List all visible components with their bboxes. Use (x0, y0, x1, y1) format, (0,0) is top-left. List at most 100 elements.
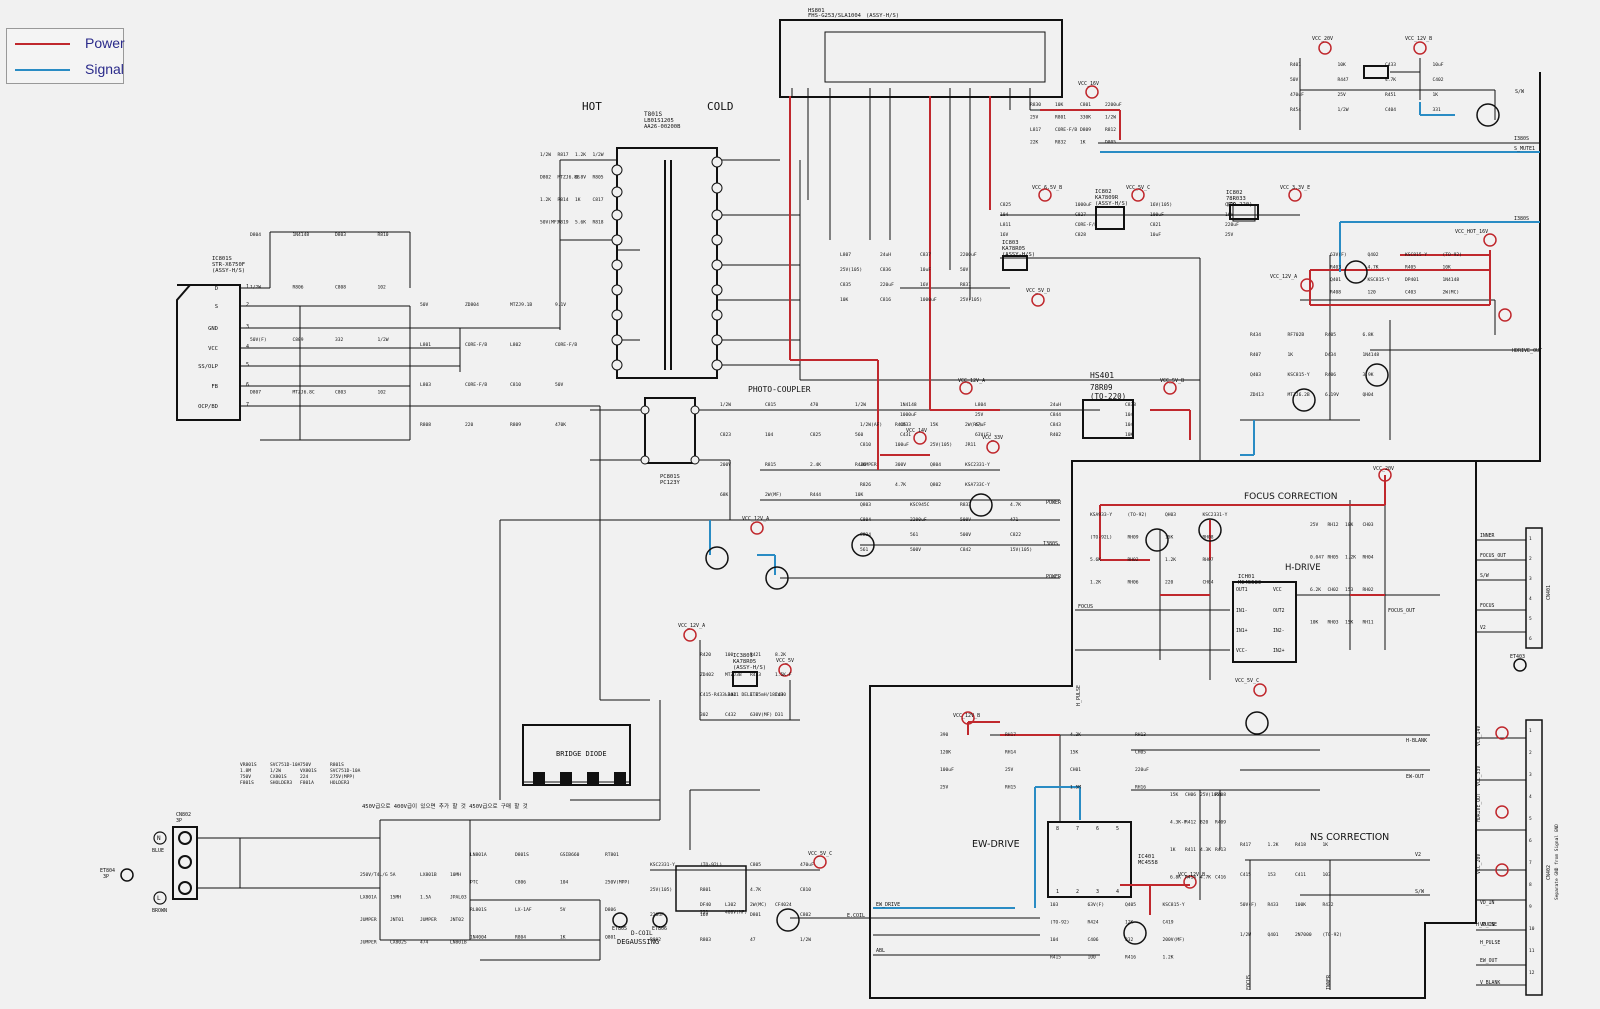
ic803-ref: IC803 (1002, 240, 1019, 246)
component-label: 4.7K (750, 887, 761, 893)
component-label: R408 (1330, 290, 1341, 296)
component-label: 5.6K (575, 220, 586, 226)
signal-label: I380S (1514, 136, 1529, 142)
component-label: CH02 (1328, 587, 1339, 593)
component-label: 16V(105) (1150, 202, 1172, 208)
supply-label: VCC_5V_C (1235, 678, 1259, 684)
component-label: 4.7K (895, 482, 906, 488)
cold-label: COLD (707, 100, 734, 113)
component-label: 4.7K (1010, 502, 1021, 508)
component-label: R817 (558, 152, 569, 158)
cn402-pin-number: 9 (1529, 904, 1532, 910)
d-coil-title: D-COIL (631, 930, 653, 937)
hs401-pkg: (TO-220) (1090, 392, 1126, 401)
component-label: 100 (725, 652, 734, 658)
component-label: 470 (810, 402, 819, 408)
component-label: MTZJ3B (725, 672, 742, 678)
component-label: 10K (1055, 102, 1064, 108)
component-label: 500V (960, 532, 971, 538)
component-label: 4.3K (1200, 847, 1211, 853)
component-label: JNT01 (390, 917, 404, 923)
component-label: 200V (720, 462, 731, 468)
focus-correction-title: FOCUS CORRECTION (1244, 492, 1338, 502)
cn402-pin-label: HDRIVE_OUT (1476, 793, 1482, 822)
component-label: RF702B (1288, 332, 1305, 338)
signal-label: FOCUS_OUT (1388, 608, 1415, 614)
component-label: MTZJ6.8B (558, 175, 580, 181)
cn401-pin-number: 6 (1529, 636, 1532, 642)
h-drive-pin-label: VCC- (1236, 648, 1248, 654)
ic801-part: STR-X6750F (212, 262, 245, 268)
et805-ref: ET805 (612, 926, 627, 932)
component-label: 25V(105) (1200, 792, 1222, 798)
ew-pin-number: 3 (1096, 889, 1099, 895)
component-label: 15K (930, 422, 939, 428)
component-label: L811 (1000, 222, 1011, 228)
component-label: CH01 (1070, 767, 1081, 773)
component-label: 1000uF (900, 412, 917, 418)
component-label: RH12 (1328, 522, 1339, 528)
supply-label: VCC_14V (906, 428, 927, 434)
component-label: C828 (1075, 232, 1086, 238)
component-label: 221 (700, 910, 709, 916)
component-label: 10K (1125, 432, 1134, 438)
ic801-pin-number: 6 (246, 382, 249, 388)
signal-label: EW_DRIVE (876, 902, 900, 908)
component-label: 1N4148 (900, 402, 917, 408)
component-label: RH13 (1135, 732, 1146, 738)
ic401-part: MC4558 (1138, 860, 1158, 866)
ew-pin-number: 2 (1076, 889, 1079, 895)
h-drive-pin-label: IN1- (1236, 608, 1248, 614)
component-label: D802 (540, 175, 551, 181)
ic401-ref: IC401 (1138, 854, 1155, 860)
pc801-ref: PC801S (660, 474, 680, 480)
component-label: D804 (250, 232, 261, 238)
component-label: R803 (700, 937, 711, 943)
component-label: 50V (420, 302, 429, 308)
component-label: 1N4004 (470, 935, 487, 941)
cn401-pin-label: S/W (1480, 573, 1489, 579)
t801-label: T801S (644, 111, 662, 118)
component-label: VR801S (240, 762, 257, 768)
component-label: LN801A (470, 852, 487, 858)
component-label: 1/2W (800, 937, 811, 943)
supply-label: VCC_12V_B (1178, 872, 1205, 878)
h-drive-title: H-DRIVE (1285, 563, 1321, 573)
component-label: C810 (860, 442, 871, 448)
component-label: 474 (420, 940, 429, 946)
component-label: 220 (1165, 580, 1174, 586)
component-label: L802 (510, 342, 521, 348)
component-label: C829 (1225, 202, 1236, 208)
component-label: 1/2W (378, 337, 389, 343)
ich01-ref: ICH01 (1238, 574, 1255, 580)
component-label: QH04 (1363, 392, 1374, 398)
cn802-ref: CN802 (176, 812, 191, 818)
component-label: 102 (378, 285, 387, 291)
component-label: R831 (960, 282, 971, 288)
ic803-assy: (ASSY-H/S) (1002, 252, 1035, 258)
component-label: R417 (1240, 842, 1251, 848)
component-label: 103 (1050, 902, 1059, 908)
component-label: 16V (700, 912, 709, 918)
legend-label-power: Power (85, 35, 125, 51)
component-label: 302 (700, 712, 709, 718)
component-label: (TO-92) (1050, 920, 1069, 926)
component-label: 104 (765, 432, 774, 438)
supply-label: VCC_5V_D (1026, 288, 1050, 294)
component-label: D809 (1080, 127, 1091, 133)
component-label: 1.2K (540, 197, 551, 203)
board-outline (779, 19, 1541, 999)
cn402-pin-number: 7 (1529, 860, 1532, 866)
component-label: R806 (293, 285, 304, 291)
component-label: R830 (1030, 102, 1041, 108)
component-label: 1K (560, 935, 566, 941)
component-label: C432 (725, 712, 736, 718)
component-label: 100 (1088, 955, 1097, 961)
component-label: 1.85mH/182uH (750, 692, 783, 698)
photo-coupler-title: PHOTO-COUPLER (748, 385, 811, 394)
cn401-pin-number: 3 (1529, 576, 1532, 582)
cn402-pin-number: 12 (1529, 970, 1535, 976)
component-label: R805 (593, 175, 604, 181)
ic801-pin-number: 7 (246, 402, 249, 408)
component-label: R433 (1268, 902, 1279, 908)
